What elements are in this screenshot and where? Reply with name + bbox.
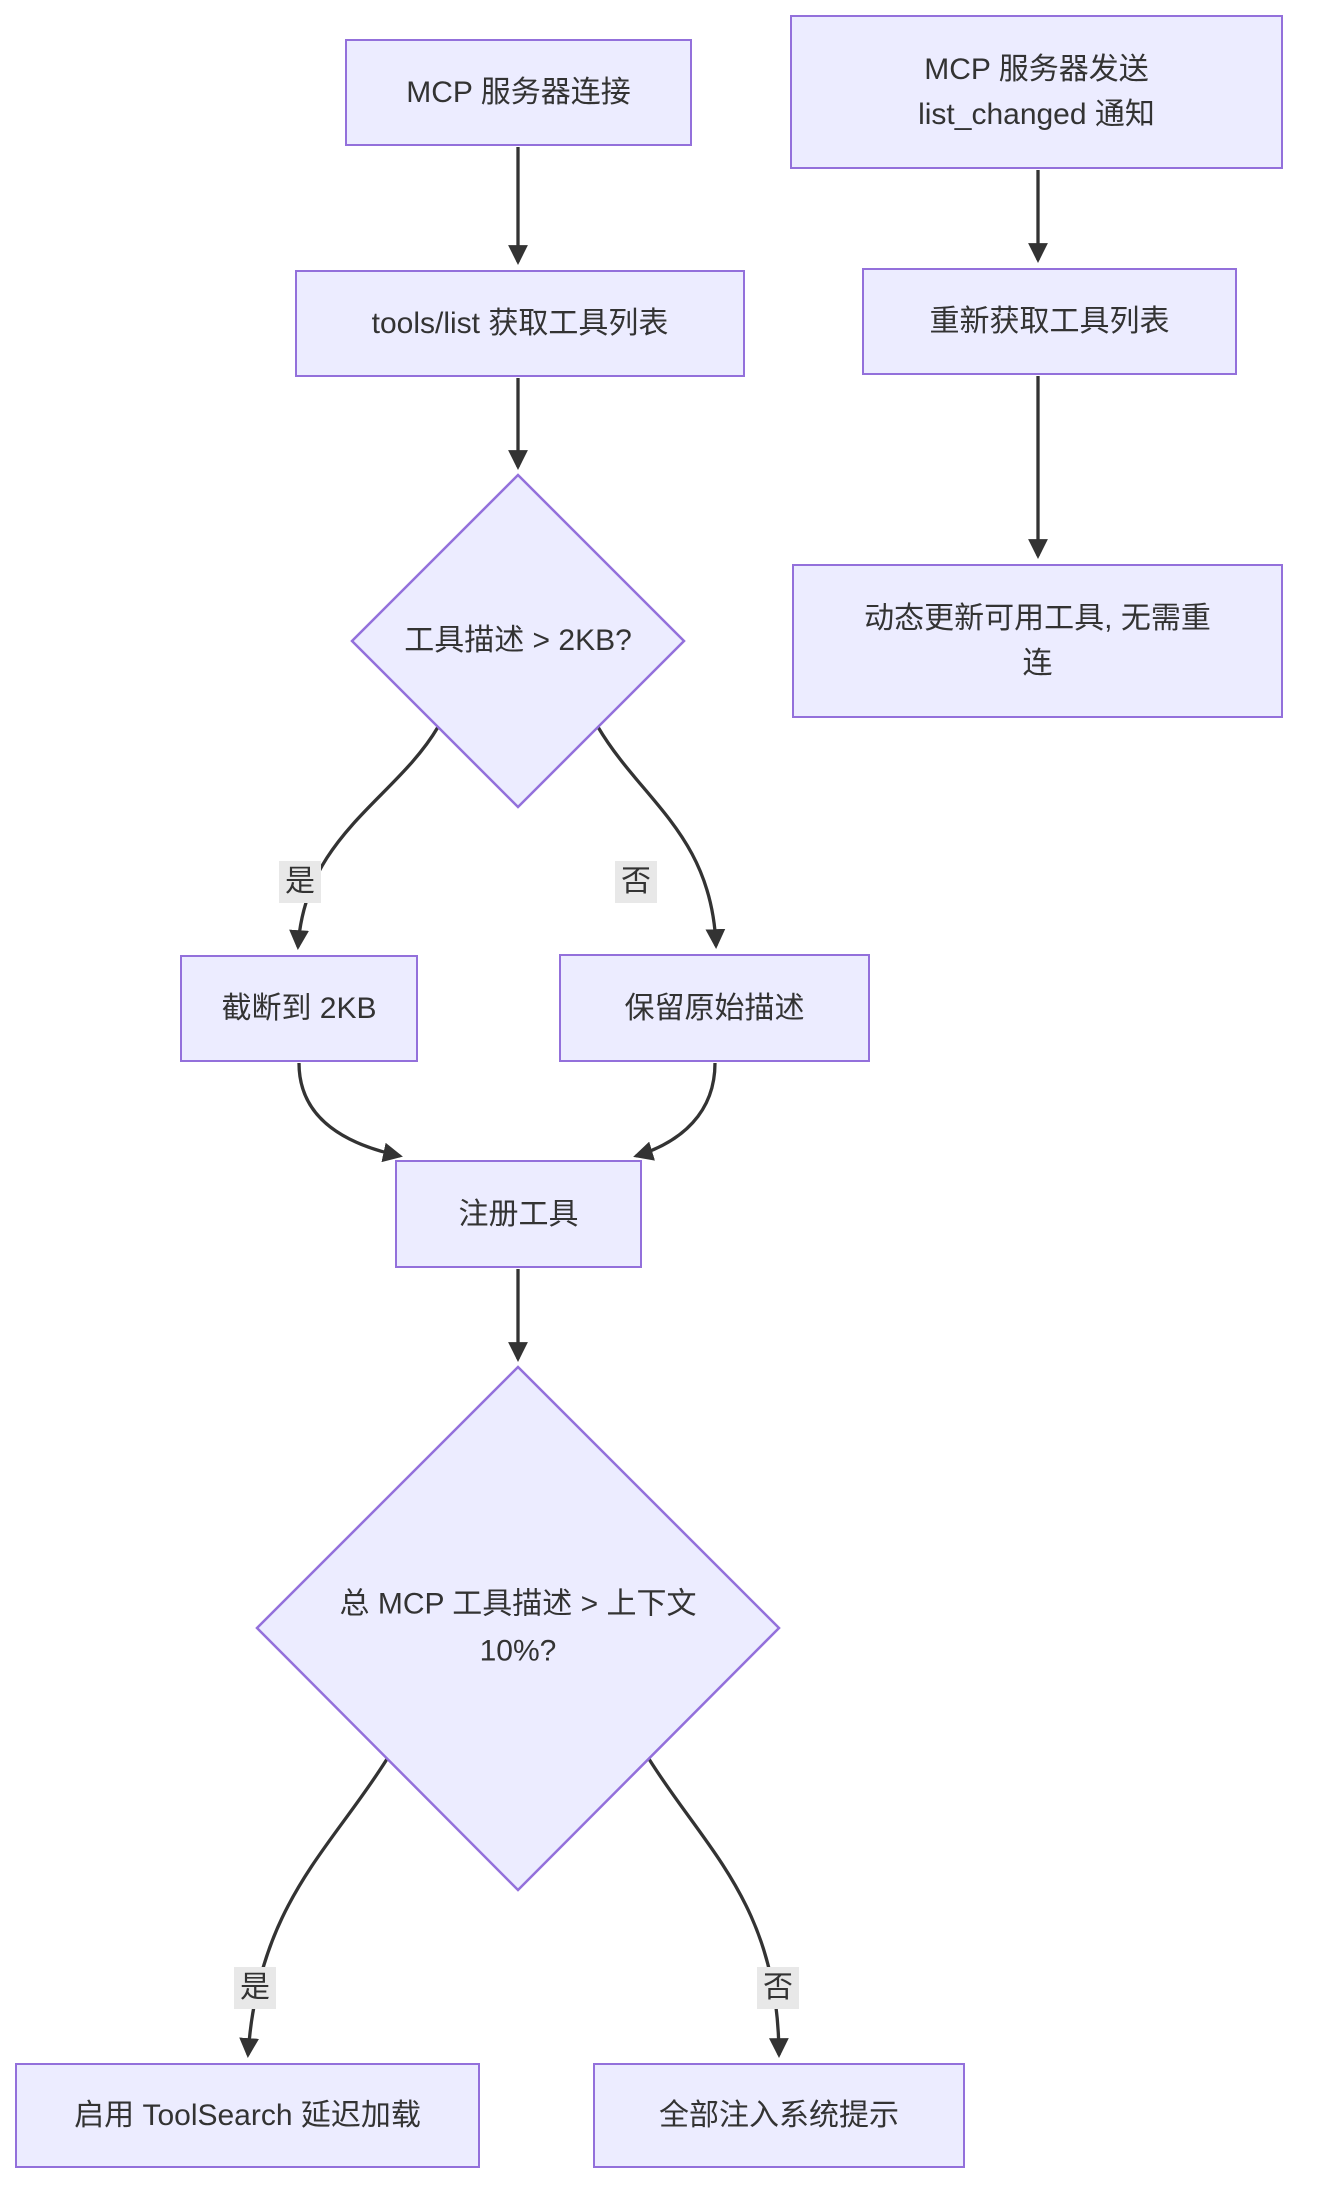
- node-label: 保留原始描述: [624, 991, 805, 1025]
- edge-keep-register: [633, 1062, 717, 1161]
- node-label-line2: list_changed 通知: [918, 98, 1155, 131]
- edge-label-yes-2: 是: [234, 1967, 276, 2009]
- node-refetch-tool-list: 重新获取工具列表: [862, 268, 1237, 375]
- node-mcp-server-connect: MCP 服务器连接: [345, 39, 692, 146]
- node-enable-toolsearch-lazy-load: 启用 ToolSearch 延迟加载: [15, 2063, 480, 2168]
- node-label: tools/list 获取工具列表: [371, 307, 669, 340]
- edge-desccheck-truncate-yes: [289, 726, 440, 950]
- edge-label-yes-1: 是: [279, 861, 321, 903]
- node-label-line1: 动态更新可用工具, 无需重: [864, 602, 1211, 635]
- node-inject-all-system-prompt: 全部注入系统提示: [593, 2063, 965, 2168]
- node-label: 启用 ToolSearch 延迟加载: [74, 2099, 421, 2132]
- node-label: 重新获取工具列表: [929, 305, 1170, 338]
- edge-truncate-register: [297, 1062, 403, 1163]
- edge-contextcheck-toolsearch-yes: [239, 1758, 389, 2058]
- decision-context-over-10pct-label: 总 MCP 工具描述 > 上下文 10%?: [308, 1582, 728, 1675]
- node-label: MCP 服务器连接: [406, 76, 631, 109]
- edge-label-no-2: 否: [757, 1967, 799, 2009]
- decision-label-line2: 10%?: [479, 1634, 557, 1667]
- node-keep-original-description: 保留原始描述: [559, 954, 870, 1062]
- decision-context-over-10pct-shape: [255, 1365, 781, 1892]
- node-label-line1: MCP 服务器发送: [924, 53, 1149, 86]
- node-truncate-to-2kb: 截断到 2KB: [180, 955, 418, 1062]
- edge-contextcheck-injectall-no: [647, 1758, 789, 2058]
- node-label: 全部注入系统提示: [659, 2099, 899, 2132]
- decision-desc-over-2kb-shape: [350, 473, 686, 809]
- decision-label-line1: 总 MCP 工具描述 > 上下文: [339, 1587, 697, 1621]
- node-label-line2: 连: [1022, 647, 1053, 680]
- node-tools-list-fetch: tools/list 获取工具列表: [295, 270, 745, 377]
- node-label: 截断到 2KB: [221, 992, 377, 1025]
- node-server-sends-list-changed: MCP 服务器发送 list_changed 通知: [790, 15, 1283, 169]
- decision-desc-over-2kb-label: 工具描述 > 2KB?: [404, 623, 632, 657]
- edge-label-no-1: 否: [615, 861, 657, 903]
- node-register-tools: 注册工具: [395, 1160, 642, 1268]
- node-dynamic-update-tools: 动态更新可用工具, 无需重 连: [792, 564, 1283, 718]
- edge-desccheck-keep-no: [596, 726, 726, 949]
- node-label: 注册工具: [458, 1197, 579, 1231]
